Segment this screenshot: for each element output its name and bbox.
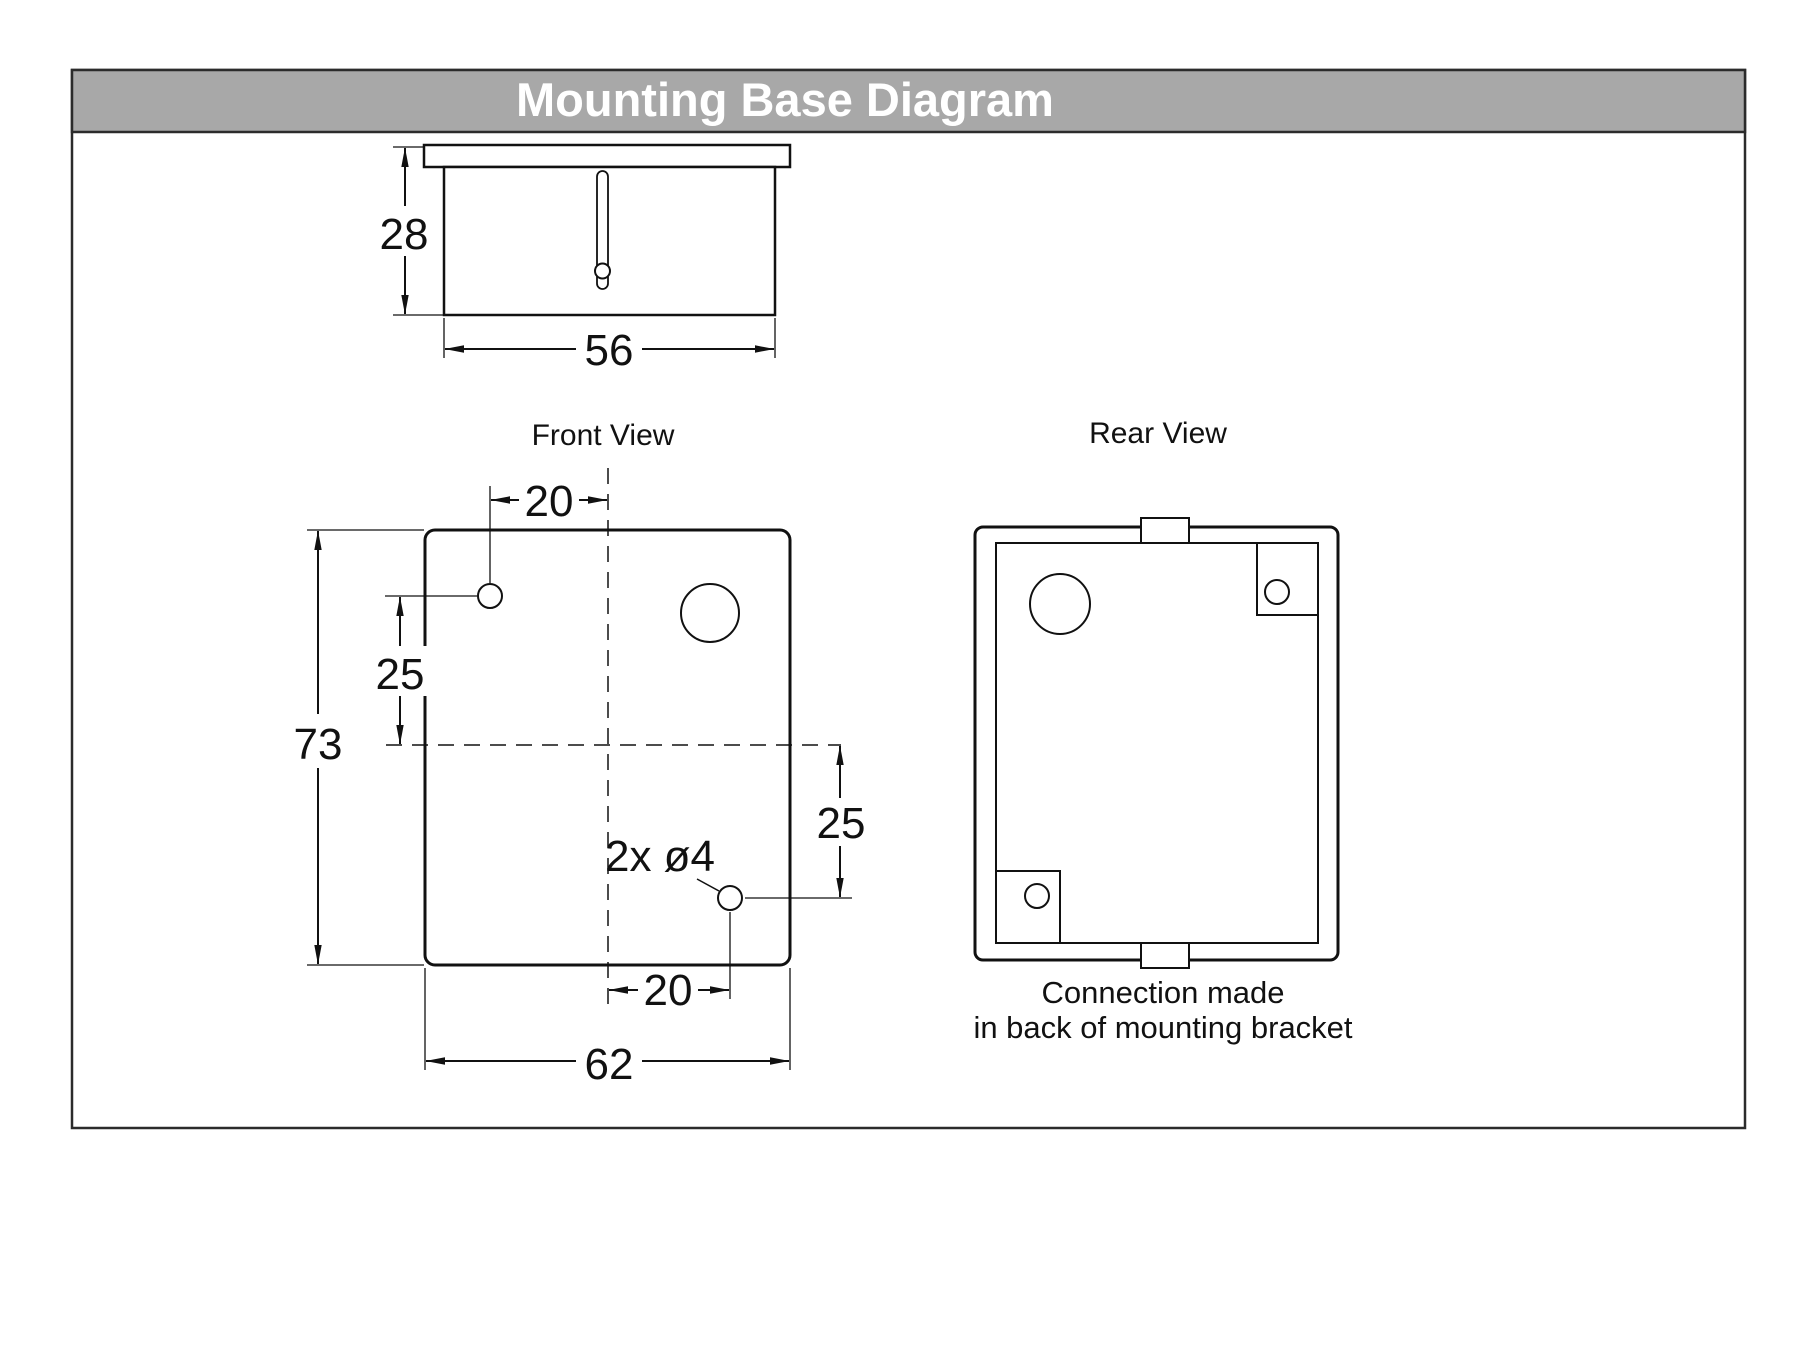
dim-side-height: 28: [376, 146, 444, 316]
dim-front-bottom-offset: 20: [608, 912, 731, 1015]
rear-view-bottom-left-hole: [1024, 883, 1050, 909]
dim-side-height-value: 28: [380, 210, 429, 259]
hole-callout-text: 2x ø4: [605, 832, 715, 881]
rear-view: [973, 517, 1340, 969]
dim-side-width: 56: [443, 318, 776, 375]
front-view: [386, 468, 841, 1012]
dim-front-top-offset-value: 20: [525, 477, 574, 526]
rear-view-bottom-tab: [1140, 942, 1190, 969]
front-view-cable-hole: [680, 583, 740, 643]
diagram-border: [70, 68, 1747, 1130]
dim-front-total-height-value: 73: [294, 720, 343, 769]
side-view: [422, 143, 792, 317]
rear-view-bottom-left-boss: [995, 870, 1061, 944]
rear-view-top-tab: [1140, 517, 1190, 544]
dim-20t-text-bg: [519, 477, 579, 523]
rear-view-top-right-boss: [1256, 542, 1319, 616]
dim-front-upper-spacing-value: 25: [376, 650, 425, 699]
dim-56-text-bg: [576, 325, 642, 373]
side-view-slot-hole: [594, 262, 611, 280]
rear-note-line2: in back of mounting bracket: [973, 1010, 1352, 1045]
dim-28-text-bg: [376, 206, 432, 256]
header-bar: [70, 68, 1747, 134]
side-view-slot: [596, 170, 609, 290]
dim-front-total-width: 62: [424, 968, 791, 1089]
hole-callout-leader: [696, 878, 720, 892]
page-title: Mounting Base Diagram: [516, 73, 1054, 126]
dim-front-top-offset: 20: [489, 477, 608, 583]
dim-side-width-value: 56: [585, 326, 634, 375]
rear-view-top-right-hole: [1264, 579, 1290, 605]
dim-73-text-bg: [288, 714, 348, 768]
dim-front-total-height: 73: [288, 529, 424, 966]
front-view-label: Front View: [532, 419, 675, 452]
dim-front-total-width-value: 62: [585, 1040, 634, 1089]
dim-front-upper-spacing: 25: [371, 595, 477, 745]
side-view-body: [442, 165, 777, 317]
hole-callout: 2x ø4: [605, 832, 720, 892]
dim-62-text-bg: [576, 1036, 642, 1088]
dim-20b-text-bg: [638, 967, 698, 1013]
dim-front-lower-spacing-value: 25: [817, 799, 866, 848]
dim-front-lower-spacing: 25: [745, 745, 870, 899]
rear-note-line1: Connection made: [1042, 975, 1285, 1010]
side-view-flange: [422, 143, 792, 169]
dim-25l-text-bg: [371, 646, 429, 696]
dim-25r-text-bg: [812, 798, 870, 846]
front-view-mount-hole-upper: [477, 583, 503, 609]
rear-view-cable-hole: [1029, 573, 1091, 635]
dim-front-bottom-offset-value: 20: [644, 966, 693, 1015]
rear-view-label: Rear View: [1089, 417, 1227, 450]
front-view-mount-hole-lower: [717, 885, 743, 911]
